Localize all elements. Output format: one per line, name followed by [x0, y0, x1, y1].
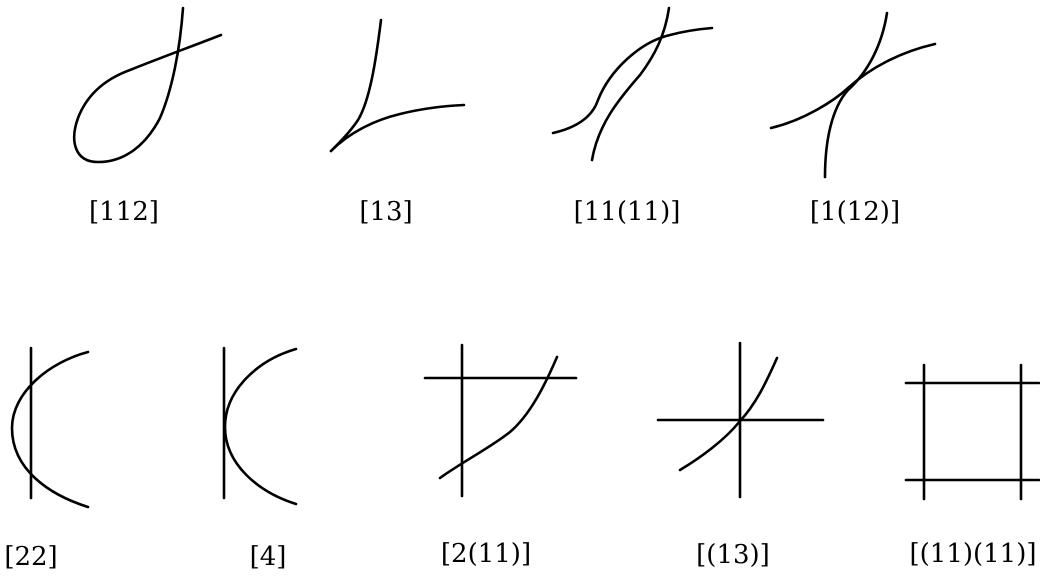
curve-1-12-a	[823, 11, 889, 179]
arc-4	[223, 347, 298, 506]
label-2-11: [2(11)]	[440, 539, 532, 569]
arc-22	[10, 350, 90, 509]
curve-1-12-b	[769, 42, 937, 130]
label-22: [22]	[4, 542, 58, 572]
curve-2-11	[438, 355, 559, 480]
panel-11-11	[551, 6, 714, 162]
panel-11-11-paren	[904, 363, 1040, 501]
panel-4	[222, 346, 298, 506]
curve-13-branch-b	[329, 103, 466, 153]
curve-13-paren	[678, 356, 779, 472]
label-13: [13]	[359, 197, 413, 227]
label-4: [4]	[249, 542, 287, 572]
label-112: [112]	[89, 197, 159, 227]
curve-11-11-a	[590, 6, 671, 162]
curve-112	[72, 6, 223, 164]
panel-13-paren	[656, 341, 825, 499]
panel-1-12	[769, 11, 937, 179]
panel-22	[10, 346, 90, 509]
label-1-12: [1(12)]	[809, 197, 901, 227]
panel-2-11	[423, 343, 578, 498]
label-13-paren: [(13)]	[696, 540, 770, 570]
label-11-11-paren: [(11)(11)]	[909, 539, 1037, 569]
label-11-11: [11(11)]	[573, 197, 681, 227]
curve-11-11-b	[551, 26, 714, 135]
panel-13	[329, 18, 466, 153]
panel-112	[72, 6, 223, 164]
